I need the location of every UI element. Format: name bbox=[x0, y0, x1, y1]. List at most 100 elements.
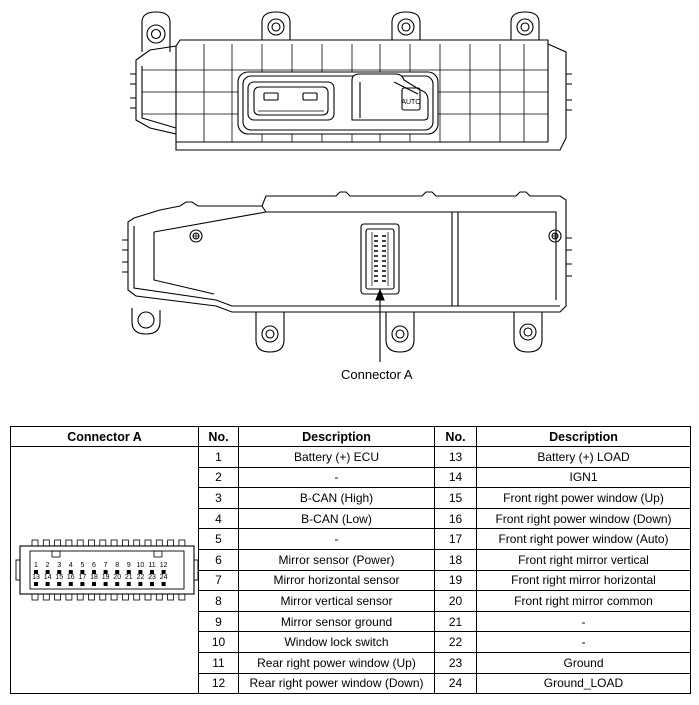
header-description: Description bbox=[476, 426, 691, 447]
switch-top-view: AUTO bbox=[130, 11, 572, 151]
connector-key bbox=[153, 550, 163, 557]
connector-rib bbox=[31, 539, 39, 546]
pin-description: Window lock switch bbox=[238, 631, 435, 653]
pin-number: 15 bbox=[434, 487, 477, 509]
connector-rib bbox=[133, 539, 141, 546]
connector-a-socket bbox=[360, 223, 400, 295]
pin-description: Mirror sensor (Power) bbox=[238, 548, 435, 571]
screw-left bbox=[189, 229, 203, 243]
connector-rib bbox=[155, 539, 163, 546]
pin-number: 2 bbox=[198, 466, 239, 489]
pin-terminal bbox=[126, 569, 131, 574]
connector-a-callout: Connector A bbox=[341, 367, 413, 382]
connector-key bbox=[51, 550, 61, 557]
pin-label: 6 bbox=[92, 562, 96, 569]
pin-number: 19 bbox=[434, 569, 477, 592]
pin-label: 24 bbox=[160, 574, 168, 581]
connector-rib bbox=[167, 539, 175, 546]
mounting-tab bbox=[255, 312, 285, 353]
header-connector: Connector A bbox=[10, 426, 199, 447]
connector-rib bbox=[122, 539, 129, 546]
connector-rib bbox=[31, 593, 39, 600]
pin-number: 6 bbox=[198, 548, 239, 571]
pin-terminal bbox=[161, 581, 166, 586]
connector-rib bbox=[88, 539, 95, 546]
pin-terminal bbox=[115, 569, 120, 574]
connector-rib bbox=[54, 539, 61, 546]
connector-rib bbox=[144, 593, 152, 600]
pin-description: - bbox=[238, 466, 435, 489]
pin-terminal bbox=[68, 581, 73, 586]
pin-label: 14 bbox=[44, 574, 52, 581]
connector-rib bbox=[110, 539, 118, 546]
connector-rib bbox=[99, 593, 107, 600]
pin-label: 20 bbox=[113, 574, 121, 581]
connector-rib bbox=[133, 593, 141, 600]
pin-number: 20 bbox=[434, 590, 477, 612]
pin-label: 23 bbox=[148, 574, 156, 581]
pin-number: 9 bbox=[198, 610, 239, 633]
mounting-tab bbox=[261, 11, 291, 40]
pin-terminal bbox=[57, 581, 62, 586]
pin-label: 5 bbox=[80, 562, 84, 569]
pin-label: 7 bbox=[104, 562, 108, 569]
pin-terminal bbox=[92, 581, 96, 586]
connector-rib bbox=[178, 593, 186, 600]
auto-label: AUTO bbox=[401, 99, 421, 106]
pin-label: 1 bbox=[34, 562, 38, 569]
connector-rib bbox=[54, 593, 61, 600]
pin-terminal bbox=[80, 581, 85, 586]
pin-description: - bbox=[238, 528, 435, 550]
pin-label: 12 bbox=[160, 562, 168, 569]
pin-terminal bbox=[45, 569, 50, 574]
pin-terminal bbox=[80, 569, 85, 574]
pin-terminal bbox=[103, 581, 108, 586]
pin-label: 11 bbox=[148, 562, 155, 569]
pin-label: 9 bbox=[127, 562, 131, 569]
pin-number: 18 bbox=[434, 548, 477, 571]
mounting-tab bbox=[391, 11, 421, 40]
connector-rib bbox=[65, 539, 73, 546]
switch-assembly-drawing: AUTO bbox=[122, 11, 572, 362]
pin-number: 12 bbox=[198, 672, 239, 695]
pin-label: 21 bbox=[125, 574, 133, 581]
pin-number: 22 bbox=[434, 631, 477, 653]
pin-description: Rear right power window (Up) bbox=[238, 651, 435, 674]
pin-number: 10 bbox=[198, 631, 239, 653]
mounting-tab bbox=[131, 308, 161, 335]
pin-number: 16 bbox=[434, 507, 477, 530]
pin-terminal bbox=[45, 581, 50, 586]
mounting-tab bbox=[510, 11, 540, 40]
pin-terminal bbox=[126, 581, 131, 586]
pin-number: 17 bbox=[434, 528, 477, 550]
pin-description: Rear right power window (Down) bbox=[238, 672, 435, 695]
connector-rib bbox=[178, 539, 186, 546]
pin-description: - bbox=[476, 631, 691, 653]
pin-terminal bbox=[115, 581, 120, 586]
connector-latch bbox=[15, 559, 21, 581]
pin-number: 14 bbox=[434, 466, 477, 489]
pin-number: 21 bbox=[434, 610, 477, 633]
pin-number: 13 bbox=[434, 446, 477, 468]
connector-rib bbox=[110, 593, 118, 600]
connector-rib bbox=[76, 539, 84, 546]
pin-terminal bbox=[92, 569, 96, 574]
pin-label: 19 bbox=[102, 574, 110, 581]
pin-label: 2 bbox=[46, 562, 50, 569]
pin-description: Front right mirror horizontal bbox=[476, 569, 691, 592]
pin-label: 17 bbox=[79, 574, 87, 581]
connector-face bbox=[29, 550, 185, 590]
pin-description: Front right mirror common bbox=[476, 590, 691, 612]
pin-terminal bbox=[138, 569, 143, 574]
pin-description: IGN1 bbox=[476, 466, 691, 489]
switch-bottom-view bbox=[122, 191, 572, 362]
connector-rib bbox=[144, 539, 152, 546]
mounting-tab bbox=[141, 11, 171, 52]
connector-rib bbox=[155, 593, 163, 600]
